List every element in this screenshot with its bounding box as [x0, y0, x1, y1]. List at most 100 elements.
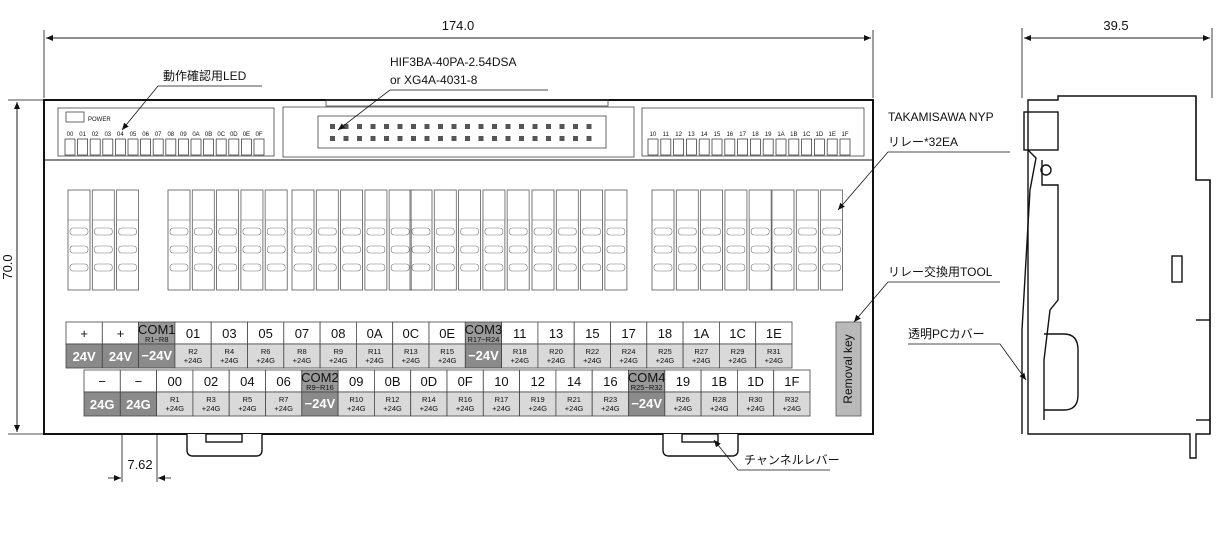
relay-id: R15: [440, 347, 454, 356]
terminal-row-top: +24V+24VCOM1R1~R8−24V01R2+24G03R4+24G05R…: [65, 321, 793, 369]
relay-supply: +24G: [202, 404, 221, 413]
relay-id: R22: [585, 347, 599, 356]
height-dimension-label: 70.0: [0, 254, 15, 279]
led-label: 19: [765, 132, 772, 138]
status-led: [64, 138, 76, 156]
relay-id: R27: [694, 347, 708, 356]
power-polarity: +: [80, 326, 88, 341]
relay-id: R21: [567, 395, 581, 404]
relay: [240, 189, 264, 291]
channel-number: 00: [168, 374, 182, 389]
relay: [531, 189, 555, 291]
status-led: [762, 138, 774, 156]
relay-id: R11: [368, 347, 381, 356]
relay: [724, 189, 748, 291]
channel-number: 1A: [693, 326, 709, 341]
relay-id: R24: [622, 347, 636, 356]
led-label: 11: [663, 132, 670, 138]
led-label: 04: [117, 132, 124, 138]
relay-supply: +24G: [746, 404, 765, 413]
relay-supply: +24G: [220, 356, 239, 365]
pitch-dimension-label: 7.62: [127, 457, 152, 472]
led-label: 09: [180, 132, 187, 138]
relay-supply: +24G: [565, 404, 584, 413]
relay-supply: +24G: [456, 404, 475, 413]
relay: [458, 189, 482, 291]
relay: [364, 189, 388, 291]
status-led: [698, 138, 710, 156]
com-label: COM2: [301, 370, 339, 385]
led-label: 1B: [790, 132, 797, 138]
status-led: [177, 138, 189, 156]
relay-supply: +24G: [165, 404, 184, 413]
relay-supply: +24G: [365, 356, 384, 365]
relay-annotation-line1: TAKAMISAWA NYP: [888, 110, 994, 124]
channel-lever-right: [662, 433, 739, 457]
status-led: [673, 138, 684, 156]
status-led: [77, 138, 88, 156]
led-label: 13: [688, 132, 695, 138]
ribbon-connector: [282, 99, 635, 158]
relay-id: R10: [349, 395, 363, 404]
relay: [651, 189, 675, 291]
relay: [315, 189, 339, 291]
channel-number: 1C: [729, 326, 746, 341]
led-label: 0A: [192, 132, 199, 138]
status-led: [788, 138, 800, 156]
com-range: R9~R16: [306, 383, 334, 392]
status-led: [240, 138, 252, 156]
com-voltage: −24V: [468, 348, 499, 363]
led-label: 0D: [230, 132, 238, 138]
relay-supply: +24G: [256, 356, 275, 365]
relay-supply: +24G: [728, 356, 747, 365]
relay: [675, 189, 699, 291]
status-led: [737, 138, 748, 156]
led-label: 1A: [777, 132, 784, 138]
channel-number: 1B: [711, 374, 727, 389]
relay-id: R9: [333, 347, 343, 356]
relay-leader: [837, 151, 1010, 211]
status-led: [660, 138, 672, 156]
relay-id: R32: [785, 395, 799, 404]
cover-leader: [908, 343, 1027, 381]
relay: [291, 189, 315, 291]
status-led: [140, 138, 152, 156]
led-label: 06: [142, 132, 149, 138]
relay-id: R5: [243, 395, 253, 404]
relay-id: R3: [206, 395, 216, 404]
lever-leader: [713, 439, 830, 471]
power-polarity: +: [117, 326, 125, 341]
relay-supply: +24G: [601, 404, 620, 413]
channel-number: 1D: [747, 374, 764, 389]
relay-id: R26: [676, 395, 690, 404]
relay-supply: +24G: [674, 404, 693, 413]
relay: [482, 189, 506, 291]
relay-id: R20: [549, 347, 563, 356]
power-led: [65, 111, 85, 123]
status-led: [89, 138, 101, 156]
led-label: 00: [67, 132, 74, 138]
relay-id: R28: [712, 395, 726, 404]
channel-number: 19: [676, 374, 690, 389]
status-led: [215, 138, 227, 156]
channel-number: 14: [567, 374, 581, 389]
led-label: 17: [739, 132, 746, 138]
status-led: [750, 138, 761, 156]
channel-number: 15: [585, 326, 599, 341]
power-terminal: +24V: [101, 321, 140, 369]
lever-annotation: チャンネルレバー: [744, 453, 840, 467]
relay-id: R23: [603, 395, 617, 404]
relay: [167, 189, 191, 291]
relay-id: R19: [531, 395, 545, 404]
com-label: COM4: [628, 370, 666, 385]
